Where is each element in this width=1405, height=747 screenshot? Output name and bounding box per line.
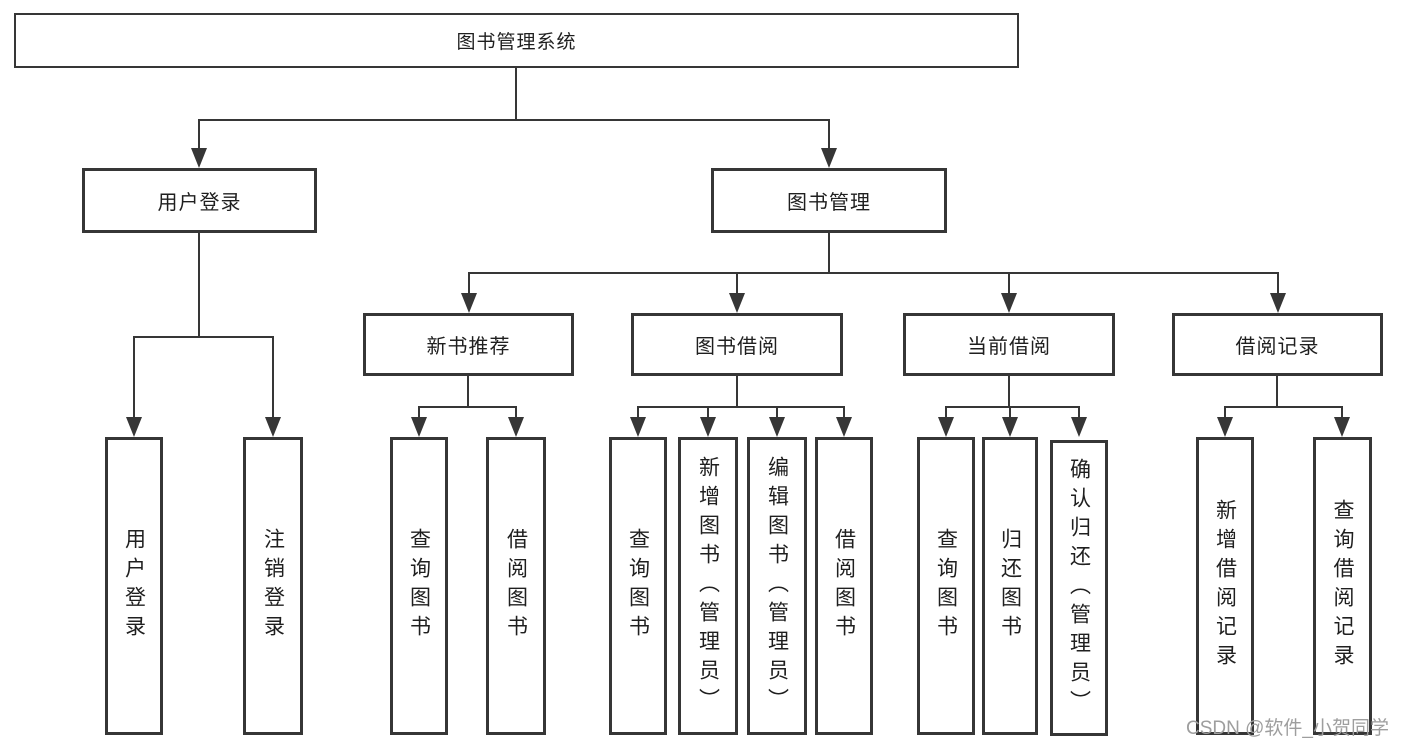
arrowhead-down-icon bbox=[1002, 417, 1018, 437]
leaf-borrowing-edit-books: 编辑图书（管理员） bbox=[747, 437, 807, 735]
connector-segment bbox=[133, 336, 135, 421]
connector-segment bbox=[198, 233, 200, 338]
arrowhead-down-icon bbox=[821, 148, 837, 168]
leaf-label: 查询图书 bbox=[407, 528, 431, 644]
leaf-label: 新增借阅记录 bbox=[1213, 499, 1237, 673]
connector-segment bbox=[1008, 376, 1010, 408]
leaf-recommend-query-books: 查询图书 bbox=[390, 437, 448, 735]
leaf-label: 用户登录 bbox=[122, 528, 146, 644]
connector-segment bbox=[515, 68, 517, 119]
connector-segment bbox=[272, 336, 274, 421]
connector-segment bbox=[198, 119, 830, 121]
arrowhead-down-icon bbox=[769, 417, 785, 437]
arrowhead-down-icon bbox=[461, 293, 477, 313]
leaf-records-add-record: 新增借阅记录 bbox=[1196, 437, 1254, 735]
arrowhead-down-icon bbox=[265, 417, 281, 437]
connector-segment bbox=[418, 406, 517, 408]
leaf-label: 新增图书（管理员） bbox=[696, 455, 720, 717]
connector-segment bbox=[1276, 376, 1278, 408]
leaf-label: 注销登录 bbox=[261, 528, 285, 644]
connector-segment bbox=[736, 272, 738, 296]
node-book-borrowing: 图书借阅 bbox=[631, 313, 843, 376]
leaf-user-login: 用户登录 bbox=[105, 437, 163, 735]
leaf-current-return-books: 归还图书 bbox=[982, 437, 1038, 735]
arrowhead-down-icon bbox=[1001, 293, 1017, 313]
node-user-login: 用户登录 bbox=[82, 168, 317, 233]
csdn-watermark: CSDN @软件_小贺同学 bbox=[1186, 718, 1389, 739]
arrowhead-down-icon bbox=[836, 417, 852, 437]
arrowhead-down-icon bbox=[729, 293, 745, 313]
arrowhead-down-icon bbox=[126, 417, 142, 437]
leaf-current-query-books: 查询图书 bbox=[917, 437, 975, 735]
node-book-management: 图书管理 bbox=[711, 168, 947, 233]
leaf-label: 查询图书 bbox=[934, 528, 958, 644]
connector-segment bbox=[468, 272, 1279, 274]
leaf-label: 查询借阅记录 bbox=[1331, 499, 1355, 673]
arrowhead-down-icon bbox=[1071, 417, 1087, 437]
arrowhead-down-icon bbox=[508, 417, 524, 437]
arrowhead-down-icon bbox=[1270, 293, 1286, 313]
leaf-label: 编辑图书（管理员） bbox=[765, 455, 789, 717]
connector-segment bbox=[1277, 272, 1279, 296]
connector-segment bbox=[198, 119, 200, 150]
connector-segment bbox=[1009, 406, 1011, 420]
connector-segment bbox=[468, 272, 470, 296]
connector-segment bbox=[945, 406, 947, 420]
connector-segment bbox=[707, 406, 709, 420]
arrowhead-down-icon bbox=[700, 417, 716, 437]
arrowhead-down-icon bbox=[411, 417, 427, 437]
connector-segment bbox=[637, 406, 639, 420]
leaf-logout: 注销登录 bbox=[243, 437, 303, 735]
leaf-label: 查询图书 bbox=[626, 528, 650, 644]
node-new-book-recommend: 新书推荐 bbox=[363, 313, 574, 376]
connector-segment bbox=[637, 406, 845, 408]
connector-segment bbox=[1008, 272, 1010, 296]
leaf-label: 归还图书 bbox=[998, 528, 1022, 644]
leaf-borrowing-borrow-books: 借阅图书 bbox=[815, 437, 873, 735]
connector-segment bbox=[828, 233, 830, 273]
arrowhead-down-icon bbox=[1217, 417, 1233, 437]
leaf-label: 借阅图书 bbox=[504, 528, 528, 644]
connector-segment bbox=[945, 406, 1080, 408]
connector-segment bbox=[1341, 406, 1343, 420]
node-borrowing-records: 借阅记录 bbox=[1172, 313, 1383, 376]
arrowhead-down-icon bbox=[630, 417, 646, 437]
connector-segment bbox=[843, 406, 845, 420]
leaf-label: 借阅图书 bbox=[832, 528, 856, 644]
leaf-current-confirm-return: 确认归还（管理员） bbox=[1050, 440, 1108, 736]
leaf-borrowing-query-books: 查询图书 bbox=[609, 437, 667, 735]
connector-segment bbox=[467, 376, 469, 408]
connector-segment bbox=[1224, 406, 1343, 408]
connector-segment bbox=[418, 406, 420, 420]
connector-segment bbox=[133, 336, 274, 338]
leaf-borrowing-add-books: 新增图书（管理员） bbox=[678, 437, 738, 735]
leaf-records-query-record: 查询借阅记录 bbox=[1313, 437, 1372, 735]
arrowhead-down-icon bbox=[1334, 417, 1350, 437]
connector-segment bbox=[776, 406, 778, 420]
arrowhead-down-icon bbox=[191, 148, 207, 168]
leaf-label: 确认归还（管理员） bbox=[1067, 457, 1091, 719]
connector-segment bbox=[828, 119, 830, 150]
connector-segment bbox=[1078, 406, 1080, 420]
connector-segment bbox=[1224, 406, 1226, 420]
arrowhead-down-icon bbox=[938, 417, 954, 437]
connector-segment bbox=[515, 406, 517, 420]
leaf-recommend-borrow-books: 借阅图书 bbox=[486, 437, 546, 735]
connector-segment bbox=[736, 376, 738, 408]
node-current-borrowing: 当前借阅 bbox=[903, 313, 1115, 376]
node-root: 图书管理系统 bbox=[14, 13, 1019, 68]
